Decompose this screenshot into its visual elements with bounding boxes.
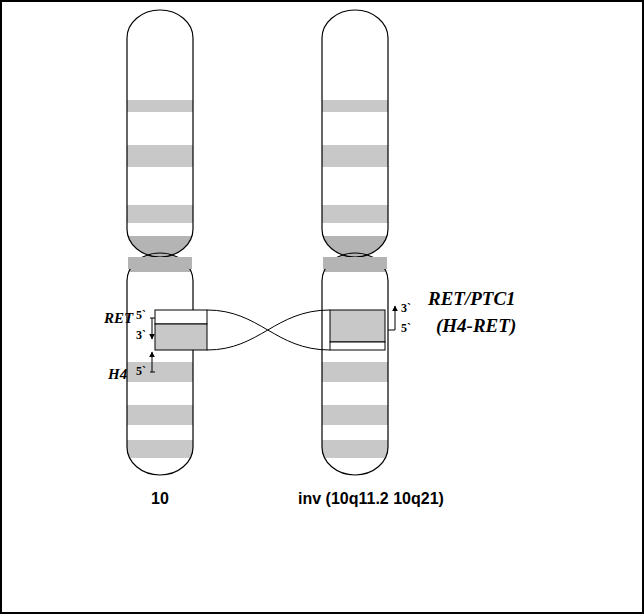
strand-end-label: 3` xyxy=(136,329,146,341)
fusion-gene-label: (H4-RET) xyxy=(436,316,516,335)
strand-end-label: 5` xyxy=(401,322,411,334)
strand-end-label: 5` xyxy=(136,365,146,377)
strand-end-label: 5` xyxy=(136,309,146,321)
gene-label: RET xyxy=(104,311,133,326)
fusion-gene-label: RET/PTC1 xyxy=(428,289,516,308)
gene-label: H4 xyxy=(108,367,127,382)
chromosome-label: 10 xyxy=(151,491,169,507)
chromosome-label: inv (10q11.2 10q21) xyxy=(298,491,444,507)
strand-end-label: 3` xyxy=(401,302,411,314)
